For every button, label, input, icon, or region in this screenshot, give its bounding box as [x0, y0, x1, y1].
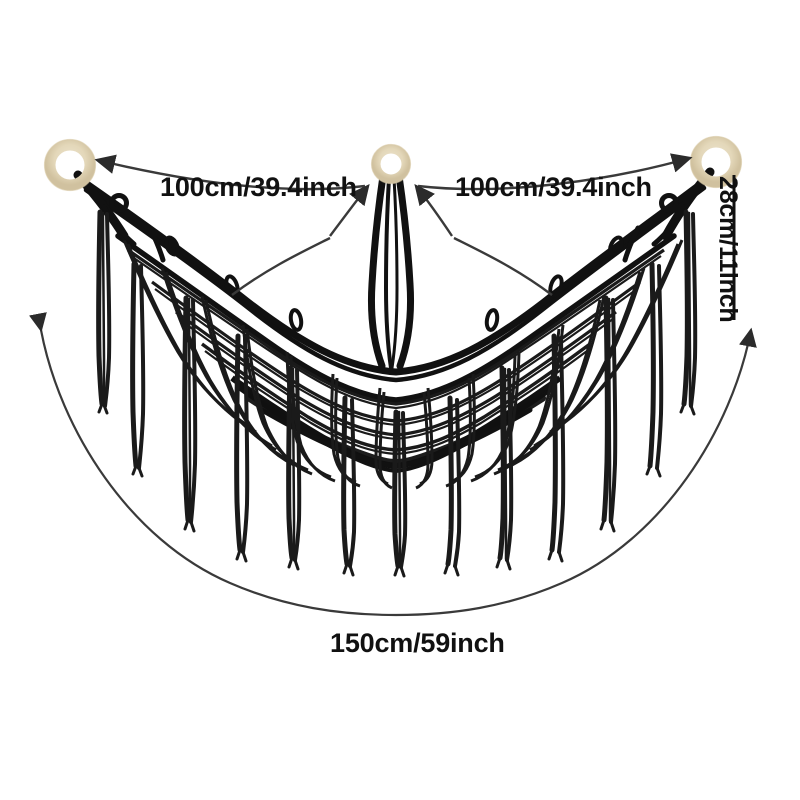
dimension-arc-right-segment [453, 236, 553, 296]
dimension-arc-left-segment [231, 236, 331, 296]
right-wooden-ring [689, 135, 743, 189]
net-body [78, 172, 710, 576]
center-wooden-ring [370, 143, 412, 185]
dimension-arrow-top-left [94, 154, 366, 191]
dimension-arrow-center-left [329, 183, 370, 237]
dimension-label-top-right: 100cm/39.4inch [455, 172, 652, 202]
dimension-arrow-top-right [417, 153, 693, 191]
dimension-arrow-bottom-width [29, 312, 757, 617]
dimension-label-bottom: 150cm/59inch [330, 628, 505, 658]
dimension-label-right-vertical: 28cm/11inch [714, 176, 742, 323]
dimension-label-top-left: 100cm/39.4inch [160, 172, 357, 202]
left-wooden-ring [43, 138, 97, 192]
dimension-arrow-center-right [414, 183, 453, 237]
